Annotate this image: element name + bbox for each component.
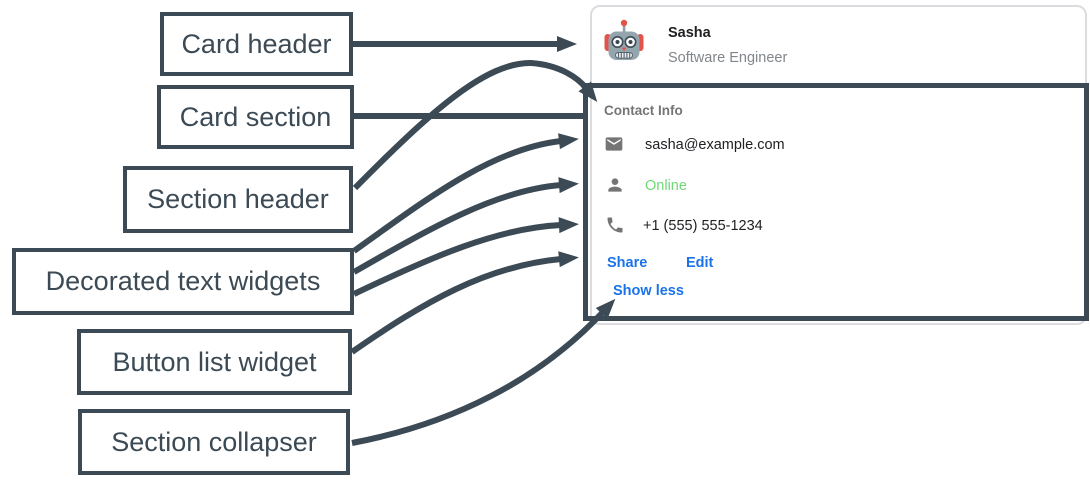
card-title: Sasha — [668, 25, 711, 41]
arrow-decorated-email — [352, 133, 579, 254]
label-card-header: Card header — [160, 12, 353, 76]
email-text: sasha@example.com — [645, 137, 785, 153]
arrow-decorated-online — [352, 177, 579, 275]
phone-icon — [607, 217, 623, 233]
arrow-decorated-phone — [352, 217, 579, 297]
person-icon — [608, 178, 622, 192]
online-status-text: Online — [645, 178, 687, 194]
section-header-text: Contact Info — [604, 103, 683, 118]
label-section-collapser: Section collapser — [78, 409, 350, 475]
label-card-section: Card section — [157, 85, 354, 149]
robot-avatar-icon — [604, 19, 644, 60]
arrow-button-list — [350, 251, 579, 355]
show-less-button[interactable]: Show less — [613, 283, 684, 299]
label-section-header: Section header — [123, 166, 353, 233]
arrow-section-collapser — [351, 298, 616, 446]
label-decorated-text-widgets: Decorated text widgets — [12, 248, 354, 315]
phone-text: +1 (555) 555-1234 — [643, 218, 763, 234]
share-button[interactable]: Share — [607, 255, 648, 271]
label-button-list-widget: Button list widget — [77, 329, 352, 395]
email-icon — [605, 137, 623, 151]
edit-button[interactable]: Edit — [686, 255, 714, 271]
arrow-section-header — [352, 59, 598, 191]
card-section-outline — [583, 83, 1089, 321]
card-subtitle: Software Engineer — [668, 50, 788, 66]
contact-card — [590, 5, 1087, 325]
